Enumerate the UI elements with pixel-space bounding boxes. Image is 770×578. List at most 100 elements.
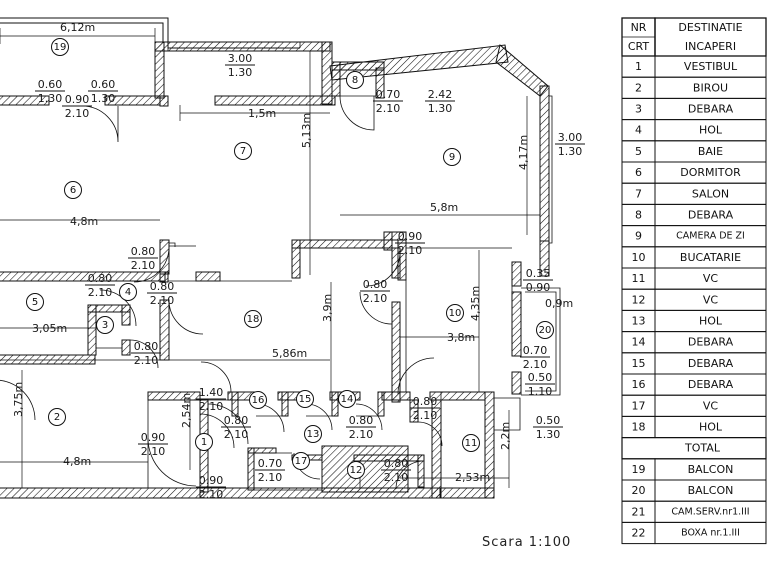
table-cell-nr: [621, 119, 656, 142]
table-row-number: 5: [635, 145, 642, 158]
table-row-name: DEBARA: [688, 357, 734, 370]
svg-text:5: 5: [32, 297, 38, 308]
room-marker-12: 12: [347, 461, 365, 479]
table-row-name: HOL: [699, 421, 723, 434]
svg-text:0.90: 0.90: [398, 230, 423, 243]
opening-label: 2.421.30: [425, 88, 455, 115]
svg-text:0.80: 0.80: [413, 395, 438, 408]
svg-text:1.40: 1.40: [199, 386, 224, 399]
svg-text:6: 6: [70, 185, 76, 196]
opening-label: 0.802.10: [381, 457, 411, 484]
table-row-name: BIROU: [693, 81, 728, 94]
table-row-number: 18: [632, 421, 646, 434]
svg-text:0.60: 0.60: [38, 78, 63, 91]
svg-text:0.80: 0.80: [88, 272, 113, 285]
opening-label: 0.802.10: [221, 414, 251, 441]
table-cell-name: [654, 119, 767, 142]
table-row-number: 4: [635, 124, 642, 137]
svg-text:10: 10: [449, 308, 462, 319]
interior-lines: [96, 42, 513, 491]
svg-text:17: 17: [295, 456, 308, 467]
table-row-name: BOXA nr.1.III: [681, 528, 740, 539]
room-marker-5: 5: [26, 293, 44, 311]
svg-text:9: 9: [449, 152, 455, 163]
table-row-number: 17: [632, 399, 646, 412]
opening-label: 0.802.10: [346, 414, 376, 441]
dimension-label: 5,13m: [300, 113, 313, 148]
svg-text:2.10: 2.10: [150, 294, 175, 307]
table-cell-name: [654, 479, 767, 502]
svg-text:0.80: 0.80: [224, 414, 249, 427]
room-marker-4: 4: [119, 283, 137, 301]
table-row-name: DORMITOR: [680, 166, 741, 179]
table-cell-name: [654, 394, 767, 417]
opening-label: 0.902.10: [395, 230, 425, 257]
svg-text:1.10: 1.10: [528, 385, 553, 398]
svg-text:0.80: 0.80: [349, 414, 374, 427]
opening-label: 0.702.10: [373, 88, 403, 115]
svg-text:1.30: 1.30: [91, 92, 116, 105]
opening-label: 0.902.10: [196, 474, 226, 501]
room-marker-1: 1: [195, 433, 213, 451]
svg-text:8: 8: [352, 75, 358, 86]
dimension-label: 6,12m: [60, 21, 95, 34]
table-row-name: BALCON: [688, 463, 734, 476]
scale-label: Scara 1:100: [482, 535, 571, 550]
table-cell-nr: [621, 309, 656, 333]
table-row-name: SALON: [692, 187, 729, 200]
svg-text:0.90: 0.90: [526, 281, 551, 294]
svg-text:2.10: 2.10: [131, 259, 156, 272]
svg-text:2.10: 2.10: [376, 102, 401, 115]
table-row-number: 10: [632, 251, 646, 264]
svg-text:4: 4: [125, 287, 131, 298]
table-cell-nr: [621, 373, 656, 396]
table-cell-name: [654, 182, 767, 205]
room-marker-3: 3: [96, 316, 114, 334]
opening-label: 3.001.30: [555, 131, 585, 158]
table-row-name: VC: [703, 399, 719, 412]
table-row-number: 16: [632, 378, 646, 391]
svg-text:2.10: 2.10: [258, 471, 283, 484]
svg-text:0.80: 0.80: [363, 278, 388, 291]
table-cell-nr: [621, 55, 656, 78]
table-cell-nr: [621, 267, 656, 290]
table-cell-nr: [621, 352, 656, 375]
table-row-name: DEBARA: [688, 103, 734, 116]
table-cell-name: [654, 373, 767, 396]
table-row-number: 11: [632, 272, 646, 285]
svg-text:0.70: 0.70: [523, 344, 548, 357]
svg-text:2.10: 2.10: [65, 107, 90, 120]
table-cell-nr: [621, 521, 656, 545]
svg-text:19: 19: [54, 42, 67, 53]
dimension-label: 2,54m: [180, 393, 193, 428]
table-cell-name: [654, 331, 767, 354]
opening-label: 0.802.10: [85, 272, 115, 299]
dimension-label: 4,17m: [517, 135, 530, 170]
table-cell-nr: [621, 97, 656, 121]
svg-text:1.30: 1.30: [558, 145, 583, 158]
svg-text:2.10: 2.10: [413, 409, 438, 422]
svg-text:3: 3: [102, 320, 108, 331]
svg-text:2.10: 2.10: [384, 471, 409, 484]
table-cell-nr: [621, 225, 656, 248]
table-cell-name: [654, 415, 767, 439]
opening-label: 0.902.10: [138, 431, 168, 458]
table-cell-nr: [621, 458, 656, 481]
room-marker-11: 11: [462, 434, 480, 452]
svg-text:0.90: 0.90: [141, 431, 166, 444]
table-cell-name: [654, 458, 767, 481]
table-row-number: 20: [632, 484, 646, 497]
svg-text:2.10: 2.10: [224, 428, 249, 441]
table-row-number: 22: [632, 527, 646, 540]
dimension-label: 3,9m: [321, 294, 334, 322]
room-marker-10: 10: [446, 304, 464, 322]
table-header-incaperi: INCAPERI: [685, 40, 736, 53]
table-row-name: DEBARA: [688, 209, 734, 222]
dimension-label: 2,2m: [499, 422, 512, 450]
svg-text:2: 2: [54, 412, 60, 423]
table-cell-name: [654, 97, 767, 121]
opening-label: 0.501.30: [533, 414, 563, 441]
